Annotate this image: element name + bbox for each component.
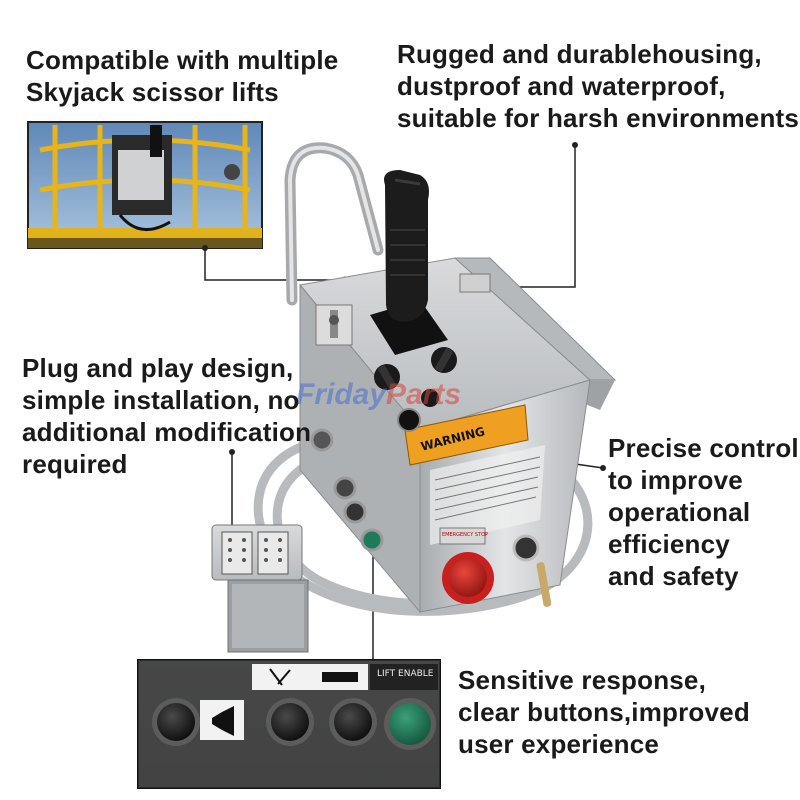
watermark: FridayParts (296, 378, 462, 411)
key-switch (512, 534, 540, 562)
horn-icon (212, 706, 234, 736)
key-symbol-icon (322, 672, 358, 682)
emergency-stop-label: EMERGENCY STOP (442, 532, 489, 538)
callout-precise-control: Precise control to improve operational e… (608, 433, 799, 591)
callout-compatible: Compatible with multiple Skyjack scissor… (26, 45, 339, 107)
lift-inset-photo (27, 121, 263, 249)
front-panel (404, 404, 552, 607)
callout-plug-and-play: Plug and play design, simple installatio… (22, 353, 312, 479)
tilt-symbol-icon (269, 668, 291, 686)
callout-sensitive-response: Sensitive response, clear buttons,improv… (458, 665, 750, 759)
side-buttons (310, 428, 384, 552)
connector-plug (211, 524, 309, 653)
lift-enable-label: LIFT ENABLE (377, 669, 434, 679)
key-icon (536, 562, 552, 607)
horn-button (397, 408, 421, 432)
top-controls (315, 170, 491, 432)
callout-rugged: Rugged and durablehousing, dustproof and… (397, 39, 800, 133)
toggle-switch-icon (329, 315, 339, 325)
buttons-zoom-inset (137, 659, 441, 789)
